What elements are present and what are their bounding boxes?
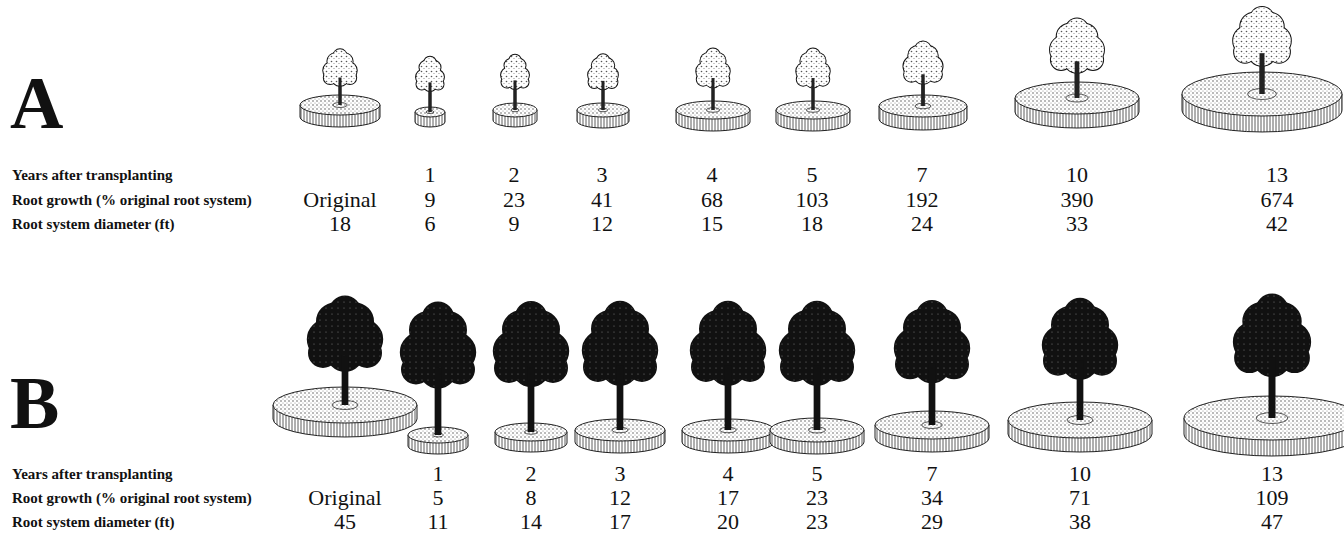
table-cell: 15 [701,213,723,235]
table-cell: 3 [597,164,608,186]
table-cell: 8 [526,487,537,509]
table-cell: 23 [806,511,828,533]
table-cell: 71 [1069,487,1091,509]
table-cell: 7 [927,463,938,485]
table-cell: 7 [917,164,928,186]
dark-tree [691,302,765,430]
dark-tree [308,296,382,405]
dark-tree [401,303,475,435]
table-cell: 14 [520,511,542,533]
table-cell: 4 [707,164,718,186]
table-cell: 17 [717,487,739,509]
table-cell: 23 [806,487,828,509]
dark-tree [1043,299,1117,420]
light-tree [588,54,618,110]
light-tree [416,57,444,112]
row-header: Years after transplanting [12,467,173,482]
light-tree [696,48,729,110]
table-cell: 47 [1261,511,1283,533]
light-tree [903,42,942,106]
table-cell: 20 [717,511,739,533]
table-cell: 5 [812,463,823,485]
table-cell: 18 [801,213,823,235]
dark-tree [895,301,969,425]
table-cell: 42 [1266,213,1288,235]
table-cell: 192 [906,189,939,211]
table-cell: 17 [609,511,631,533]
table-cell: 1 [433,463,444,485]
light-tree [1050,19,1104,99]
root-disc [1184,396,1344,456]
table-cell: 34 [921,487,943,509]
table-cell: 5 [807,164,818,186]
table-cell: 9 [509,213,520,235]
table-cell: 12 [591,213,613,235]
table-cell: 10 [1069,463,1091,485]
light-tree [796,48,829,110]
table-cell: 23 [503,189,525,211]
table-cell: 18 [329,213,351,235]
row-header: Root system diameter (ft) [12,217,175,232]
row-header: Root system diameter (ft) [12,515,175,530]
table-cell: 13 [1266,164,1288,186]
table-cell: 2 [509,164,520,186]
table-cell: 9 [425,189,436,211]
table-cell: 4 [723,463,734,485]
table-cell: 33 [1066,213,1088,235]
table-cell: 2 [526,463,537,485]
table-cell: 109 [1256,487,1289,509]
table-cell: Original [308,487,381,509]
row-header: Root growth (% original root system) [12,491,252,506]
table-cell: 12 [609,487,631,509]
light-tree [501,55,529,110]
table-cell: 41 [591,189,613,211]
table-cell: Original [303,189,376,211]
table-cell: 1 [425,164,436,186]
dark-tree [1234,295,1310,418]
panel-letter: B [10,366,59,440]
table-cell: 674 [1261,189,1294,211]
table-cell: 29 [921,511,943,533]
table-cell: 103 [796,189,829,211]
table-cell: 390 [1061,189,1094,211]
panel-letter: A [10,66,63,140]
dark-tree [780,302,854,430]
table-cell: 24 [911,213,933,235]
dark-tree [583,302,657,430]
table-cell: 3 [615,463,626,485]
row-header: Root growth (% original root system) [12,193,252,208]
table-cell: 13 [1261,463,1283,485]
table-cell: 6 [425,213,436,235]
dark-tree [494,302,568,432]
table-cell: 5 [433,487,444,509]
row-header: Years after transplanting [12,168,173,183]
light-tree [1233,7,1291,94]
table-cell: 11 [427,511,448,533]
table-cell: 38 [1069,511,1091,533]
table-cell: 10 [1066,164,1088,186]
table-cell: 68 [701,189,723,211]
light-tree [323,49,356,105]
table-cell: 45 [334,511,356,533]
